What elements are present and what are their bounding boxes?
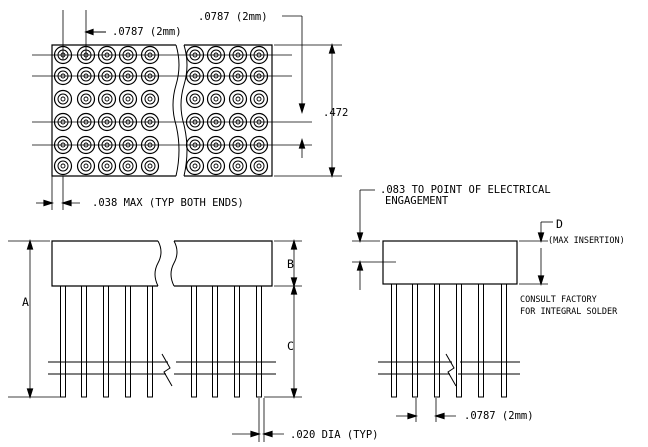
side-pin (456, 283, 462, 398)
side-pin (434, 283, 440, 398)
dim-C-label: C (287, 339, 294, 353)
front-break-right (170, 240, 178, 287)
contact-hole (76, 89, 96, 109)
contact-hole (185, 89, 205, 109)
dia-arrow-left (250, 430, 262, 438)
dia-arrow-right (261, 430, 273, 438)
contact-hole (228, 156, 248, 176)
front-pin (147, 285, 153, 398)
dimB-arrow-bottom (290, 277, 298, 289)
front-pin (103, 285, 109, 398)
side-pin (478, 283, 484, 398)
clearance-arrow-right (60, 199, 72, 207)
contact-hole (118, 89, 138, 109)
front-break-left (154, 240, 162, 287)
top-view-break-line (172, 44, 180, 177)
side-board-break (445, 353, 457, 387)
point-contact-label-1: .083 TO POINT OF ELECTRICAL (380, 184, 551, 196)
top-view (32, 10, 342, 210)
top-view-outline-left (51, 44, 176, 177)
contact-hole (249, 156, 269, 176)
front-pin (234, 285, 240, 398)
vpitch-arrow-up (298, 137, 306, 149)
front-view (8, 238, 302, 442)
contact-hole (140, 156, 160, 176)
height-arrow-top (328, 42, 336, 54)
dim-B-label: B (287, 257, 294, 271)
side-pin (501, 283, 507, 398)
side-pins (391, 283, 507, 398)
pitch-arrowhead (84, 28, 94, 36)
consult-factory-label-2: FOR INTEGRAL SOLDER (520, 307, 618, 317)
engage-arrow-top (356, 232, 364, 244)
front-board-break (161, 353, 173, 387)
dim-A-label: A (22, 295, 29, 309)
side-pin (391, 283, 397, 398)
front-pin (212, 285, 218, 398)
height-label: .472 (323, 107, 348, 119)
pin-dia-label: .020 DIA (TYP) (290, 429, 379, 441)
contact-hole (185, 156, 205, 176)
engage-arrow-bottom (356, 259, 364, 271)
dim-D-label: D (556, 217, 563, 231)
contact-grid (53, 45, 269, 176)
contact-hole (53, 156, 73, 176)
clearance-arrow-left (43, 199, 55, 207)
end-clearance-label: .038 MAX (TYP BOTH ENDS) (92, 197, 244, 209)
front-pin (191, 285, 197, 398)
contact-hole (76, 156, 96, 176)
contact-hole (118, 156, 138, 176)
side-view (352, 189, 553, 422)
side-pitch-arrow-left (407, 412, 419, 420)
contact-hole (97, 156, 117, 176)
front-pin (256, 285, 262, 398)
front-housing-right (174, 240, 273, 287)
d-arrow-bottom (537, 275, 545, 287)
front-pin (125, 285, 131, 398)
consult-factory-label-1: CONSULT FACTORY (520, 295, 597, 305)
max-insertion-label: (MAX INSERTION) (548, 236, 625, 246)
d-arrow-top (537, 232, 545, 244)
vpitch-arrow-down (298, 103, 306, 115)
top-view-break-line-2 (180, 44, 188, 177)
dimC-arrow-bottom (290, 388, 298, 400)
front-housing-left (51, 240, 158, 287)
pitch-horizontal-label: .0787 (2mm) (112, 26, 182, 38)
side-housing (382, 240, 518, 285)
contact-hole (140, 89, 160, 109)
side-pin (412, 283, 418, 398)
dimB-arrow-top (290, 238, 298, 250)
point-contact-label-2: ENGAGEMENT (385, 195, 449, 207)
contact-hole (206, 156, 226, 176)
dimC-arrow-top (290, 283, 298, 295)
front-pin (60, 285, 66, 398)
front-pin (81, 285, 87, 398)
contact-hole (249, 89, 269, 109)
side-pitch-arrow-right (433, 412, 445, 420)
pitch-vertical-label: .0787 (2mm) (198, 11, 268, 23)
side-pin-pitch-label: .0787 (2mm) (464, 410, 534, 422)
top-view-outline-right (184, 44, 273, 177)
contact-hole (206, 89, 226, 109)
contact-hole (53, 89, 73, 109)
height-arrow-bottom (328, 167, 336, 179)
contact-hole (228, 89, 248, 109)
front-pins (60, 285, 262, 398)
contact-hole (97, 89, 117, 109)
dimA-arrow-bottom (26, 388, 34, 400)
dimA-arrow-top (26, 238, 34, 250)
